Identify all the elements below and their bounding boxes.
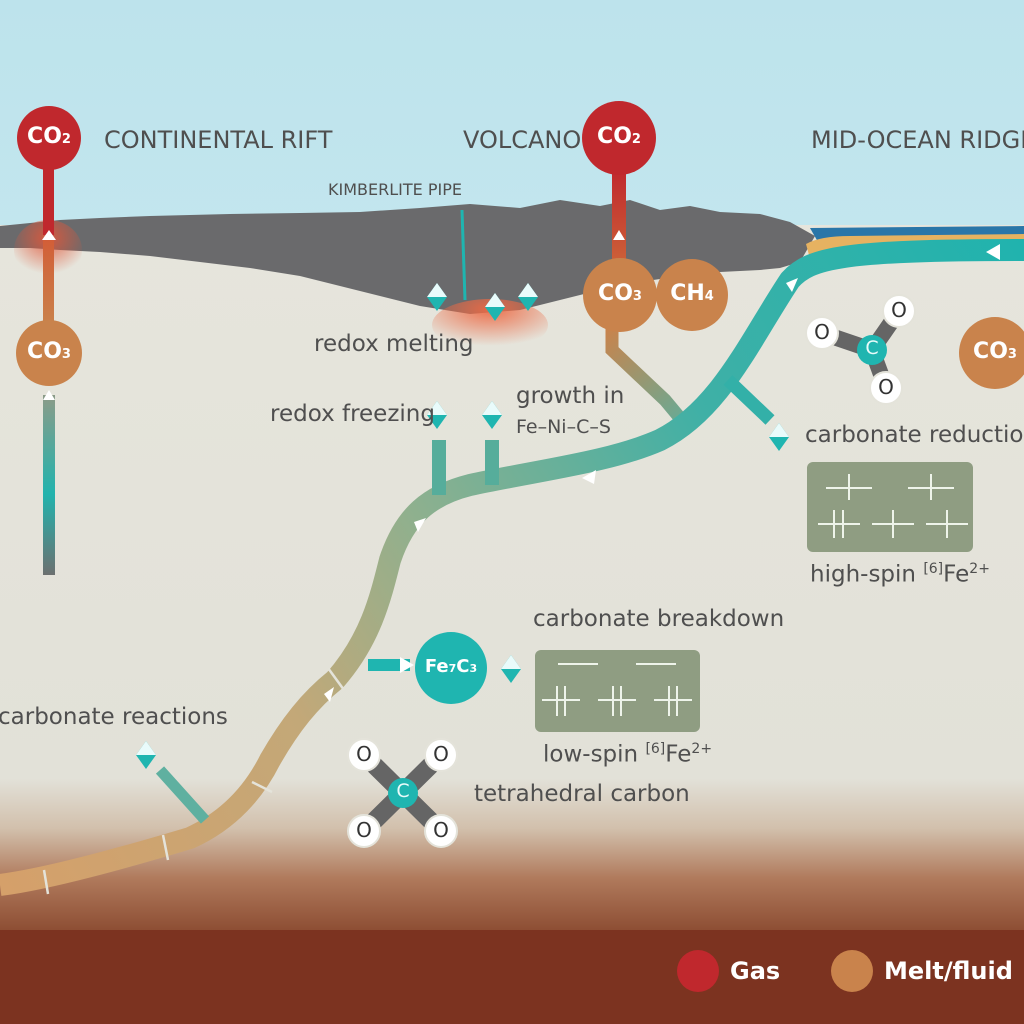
continental-rift-label: CONTINENTAL RIFT [104, 126, 333, 154]
oxygen-letter: O [891, 298, 907, 322]
legend-gas-swatch [677, 950, 719, 992]
kimberlite-pipe-line [460, 209, 467, 301]
oxygen-atom [424, 738, 458, 772]
volcano-co3-bubble [583, 258, 657, 332]
low-spin-diagram [535, 650, 700, 732]
ch4-text: CH4 [670, 281, 714, 306]
carbon-letter: C [396, 780, 410, 802]
oxygen-atom [347, 738, 381, 772]
volcano-co2-text: CO2 [597, 124, 641, 149]
mid-ocean-ridge-label: MID-OCEAN RIDGE [811, 126, 1024, 154]
growth-label-line1: growth in [516, 383, 625, 409]
diamond-icon [427, 401, 447, 429]
carbon-atom [857, 335, 887, 365]
rift-co2-bubble [17, 106, 81, 170]
rift-gas-column [43, 165, 54, 235]
diamond-icon [518, 283, 538, 311]
carbonate-reduction-label: carbonate reduction [805, 422, 1024, 448]
diamond-icons [136, 283, 789, 769]
kimberlite-pipe-label: KIMBERLITE PIPE [328, 180, 462, 199]
carbonate-breakdown-label: carbonate breakdown [533, 606, 785, 632]
oxygen-letter: O [814, 320, 830, 344]
slab-segment-joints [42, 667, 346, 895]
legend-gas-label: Gas [730, 957, 781, 985]
volcano-feeder [605, 320, 695, 435]
rift-co3-text: CO3 [27, 339, 71, 364]
diamond-icon [482, 401, 502, 429]
low-spin-label: low-spin [6]Fe2+ [543, 741, 713, 768]
volcano-gas-column [612, 160, 626, 270]
rift-melt-column [43, 238, 54, 328]
slab-flow-arrows [324, 244, 1000, 702]
redox-melting-glow [432, 299, 548, 351]
volcano-co2-bubble [582, 101, 656, 175]
fe7c3-text: Fe7C3 [424, 656, 478, 677]
oxygen-atom [882, 294, 916, 328]
legend-melt-fluid-label: Melt/fluid [884, 957, 1013, 985]
diamond-icon [769, 423, 789, 451]
carbon-letter: C [865, 337, 879, 359]
oxygen-letter: O [433, 742, 449, 766]
oxygen-atom [424, 814, 458, 848]
carbonate-reduction-branch [723, 375, 775, 425]
ch4-bubble [656, 259, 728, 331]
growth-branch [485, 440, 499, 485]
oxygen-letter: O [433, 818, 449, 842]
diamond-icon [501, 655, 521, 683]
redox-melting-label: redox melting [314, 331, 474, 357]
rift-deep-column [43, 395, 55, 575]
ridge-co3-bubble [959, 317, 1024, 389]
diamond-icon [427, 283, 447, 311]
tetrahedral-carbon-molecule [347, 738, 458, 848]
ridge-co3-text: CO3 [973, 339, 1017, 364]
rift-up-arrow [42, 230, 56, 240]
redox-freezing-label: redox freezing [270, 401, 435, 427]
fe7c3-bubble [415, 632, 487, 704]
redox-freezing-branch [432, 440, 446, 495]
oxygen-atom [347, 814, 381, 848]
volcano-up-arrow [613, 230, 625, 240]
tetrahedral-carbon-label: tetrahedral carbon [474, 781, 690, 807]
diamond-icon [485, 293, 505, 321]
rift-deep-arrow [43, 390, 55, 400]
rift-co2-text: CO2 [27, 124, 71, 149]
high-spin-diagram [807, 462, 973, 552]
oxygen-letter: O [878, 375, 894, 399]
legend-melt-swatch [831, 950, 873, 992]
breakdown-arrow [400, 657, 414, 673]
subducting-slab [0, 239, 1024, 896]
high-spin-label: high-spin [6]Fe2+ [810, 561, 990, 588]
volcano-co3-text: CO3 [598, 281, 642, 306]
carbonate-reactions-label: carbonate reactions [0, 704, 228, 730]
oxygen-atom [805, 316, 839, 350]
rift-co3-bubble [16, 320, 82, 386]
oxygen-letter: O [356, 818, 372, 842]
diamond-icon [136, 741, 156, 769]
carbonate-reactions-branch [155, 766, 210, 824]
trigonal-carbonate-molecule [805, 294, 916, 405]
volcano-label: VOLCANO [463, 126, 582, 154]
oxygen-atom [869, 371, 903, 405]
carbon-atom [388, 778, 418, 808]
growth-label-line2: Fe–Ni–C–S [516, 416, 611, 438]
oxygen-letter: O [356, 742, 372, 766]
